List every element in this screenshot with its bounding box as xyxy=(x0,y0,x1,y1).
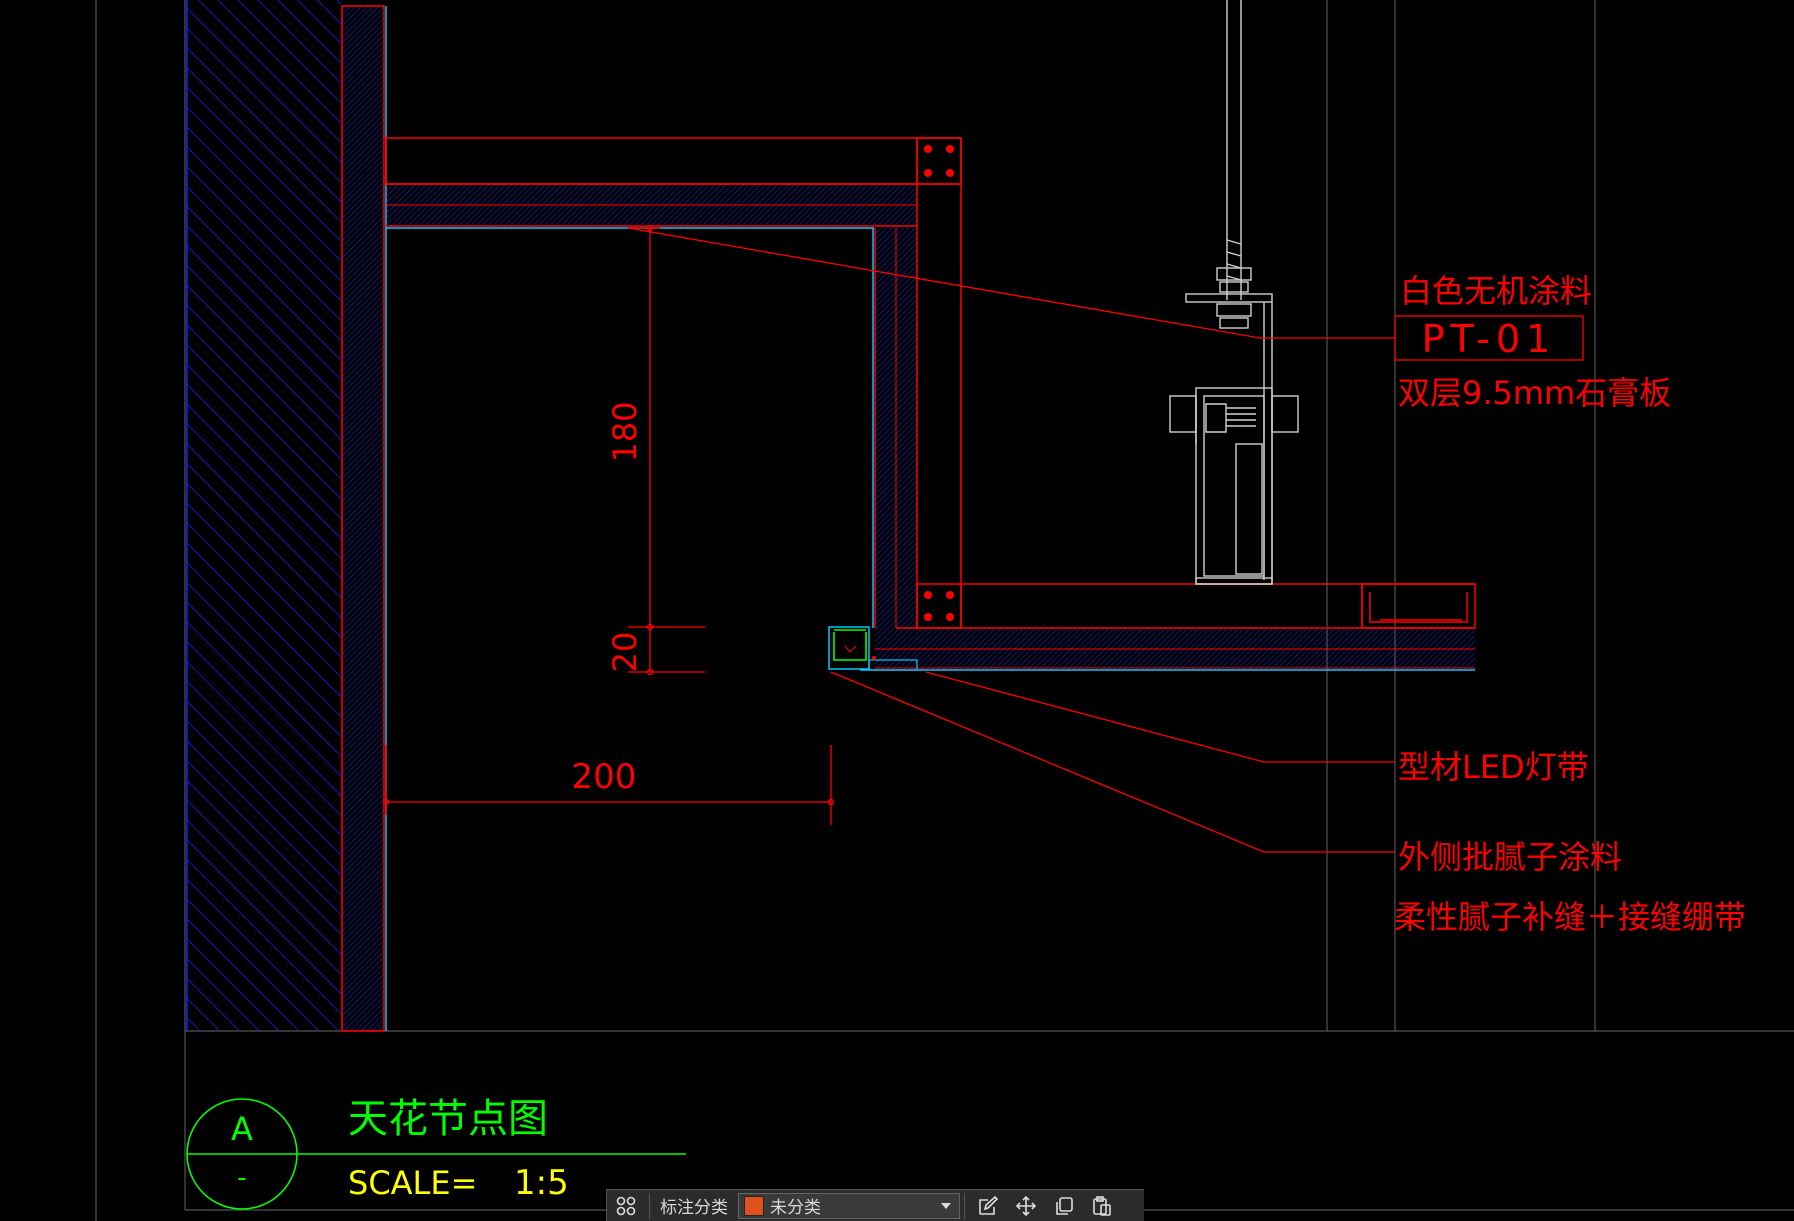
board-label: 双层9.5mm石膏板 xyxy=(1398,374,1671,412)
dim-180-text: 180 xyxy=(606,401,644,462)
copy-icon[interactable] xyxy=(1045,1191,1083,1221)
suspension-hanger xyxy=(1169,0,1299,585)
upper-ceiling-board xyxy=(386,183,917,229)
section-letter: A xyxy=(231,1110,253,1148)
led-profile xyxy=(828,626,918,671)
frame-lines xyxy=(95,0,1794,1221)
edit-icon[interactable] xyxy=(969,1191,1007,1221)
wall-board xyxy=(341,5,387,1032)
dimension-lines xyxy=(382,224,835,825)
material-code-tag: PT-01 xyxy=(1422,317,1557,361)
category-value: 未分类 xyxy=(770,1198,821,1218)
chevron-down-icon xyxy=(941,1202,951,1209)
category-select[interactable]: 未分类 xyxy=(738,1192,960,1219)
annotation-toolbar: 标注分类 未分类 xyxy=(606,1189,1144,1221)
move-icon[interactable] xyxy=(1007,1191,1045,1221)
frame-screws xyxy=(924,145,954,621)
dim-200-text: 200 xyxy=(572,757,637,797)
timber-frame xyxy=(385,137,1362,629)
scale-value: 1:5 xyxy=(514,1163,569,1203)
drawing-title: 天花节点图 xyxy=(348,1096,548,1142)
section-symbol xyxy=(186,1098,686,1210)
putty-label: 外侧批腻子涂料 xyxy=(1398,838,1622,876)
grid-icon[interactable] xyxy=(607,1191,645,1221)
joint-label: 柔性腻子补缝＋接缝绷带 xyxy=(1394,898,1746,936)
coating-label: 白色无机涂料 xyxy=(1400,272,1592,310)
leader-lines xyxy=(627,227,1584,853)
category-color-swatch xyxy=(744,1195,764,1216)
toolbar-divider xyxy=(649,1192,650,1219)
led-label: 型材LED灯带 xyxy=(1398,748,1589,786)
c-channel xyxy=(1361,583,1476,629)
drop-board xyxy=(872,184,918,628)
lower-ceiling-board xyxy=(860,627,1475,671)
concrete-wall xyxy=(186,0,341,1031)
scale-label: SCALE= xyxy=(348,1164,477,1202)
dim-20-text: 20 xyxy=(606,632,644,673)
category-label: 标注分类 xyxy=(660,1198,728,1218)
section-dash: - xyxy=(237,1163,246,1193)
paste-icon[interactable] xyxy=(1083,1191,1121,1221)
toolbar-divider xyxy=(964,1192,965,1219)
